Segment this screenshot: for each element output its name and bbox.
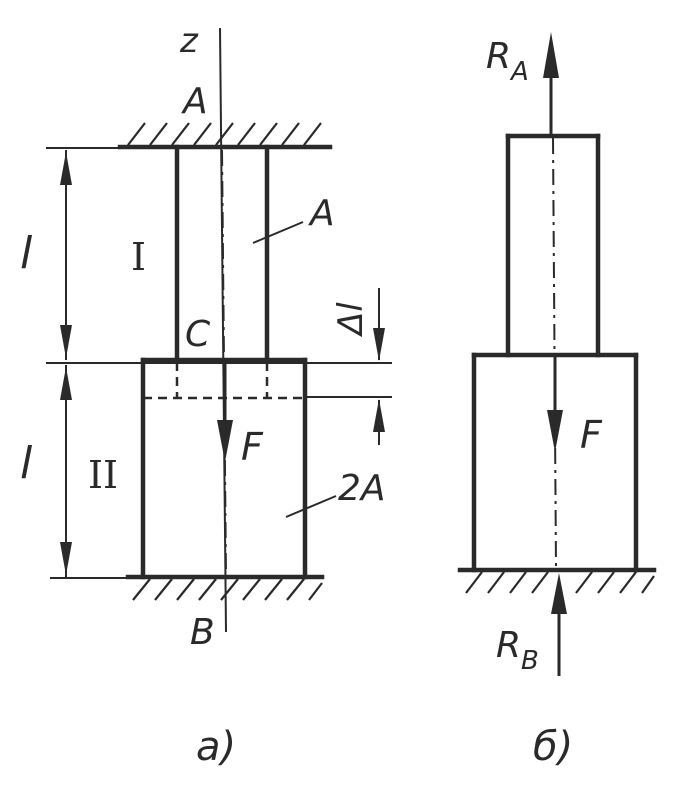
- dimension-lower-l: [50, 365, 143, 579]
- reaction-top-label: RA: [486, 36, 529, 87]
- force-label-a: F: [241, 425, 264, 469]
- force-arrow-a: [217, 362, 233, 462]
- z-axis-label: z: [179, 21, 199, 61]
- leader-area-lower: [285, 495, 337, 518]
- caption-a: a): [196, 724, 236, 770]
- section-lower-label: II: [88, 453, 118, 497]
- reaction-bottom-subscript: B: [521, 646, 539, 676]
- force-arrow-b: [547, 357, 563, 452]
- reaction-bottom-letter: R: [496, 625, 521, 666]
- bottom-support-b: [457, 567, 657, 594]
- figure-a: z A I A C l II l F 2A Δl B a): [20, 21, 392, 770]
- top-support-hatching: [127, 122, 322, 146]
- junction-label: C: [185, 314, 211, 355]
- reaction-arrow-bottom: [551, 573, 567, 676]
- upper-bar-section: [174, 144, 270, 363]
- reaction-top-letter: R: [486, 36, 511, 77]
- figure-b: RA F RB б): [457, 32, 657, 770]
- bottom-support-label: B: [190, 612, 215, 653]
- reaction-top-subscript: A: [509, 57, 529, 87]
- displacement-label: Δl: [331, 302, 371, 338]
- force-label-b: F: [580, 413, 603, 457]
- caption-b: б): [533, 724, 573, 770]
- center-line-a: [221, 149, 227, 577]
- center-line-b: [552, 137, 557, 569]
- leader-area-upper: [252, 221, 304, 244]
- area-lower-label: 2A: [338, 468, 386, 509]
- reaction-bottom-label: RB: [496, 625, 539, 676]
- upper-bar-b: [505, 133, 601, 358]
- length-upper-label: l: [20, 228, 33, 279]
- dimension-upper-l: [46, 147, 175, 360]
- dimension-delta-l: [306, 288, 392, 445]
- length-lower-label: l: [20, 438, 33, 489]
- bottom-support-hatching: [132, 578, 323, 601]
- area-upper-label: A: [308, 193, 335, 234]
- section-upper-label: I: [131, 235, 146, 279]
- top-support: [117, 122, 333, 150]
- bottom-support-b-hatching: [465, 571, 655, 594]
- top-support-label: A: [181, 81, 208, 122]
- z-axis: [219, 27, 227, 633]
- reaction-arrow-top: [543, 32, 559, 136]
